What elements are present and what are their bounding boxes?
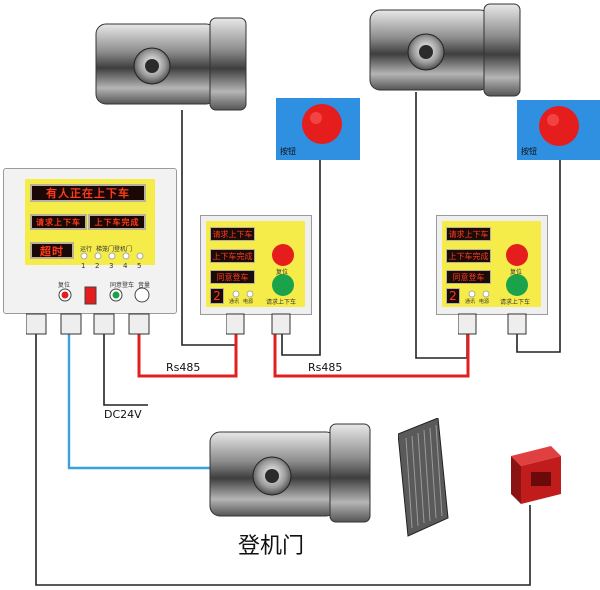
rs485-label: Rs485 xyxy=(308,361,343,374)
push-button-icon xyxy=(539,106,579,146)
indicator-lights xyxy=(80,252,144,260)
sub-indicator-lights xyxy=(468,290,490,298)
sub-display-agree: 同意登车 xyxy=(210,270,255,284)
request-label: 请求上下车 xyxy=(500,299,531,306)
sub-display-agree: 同意登车 xyxy=(446,270,491,284)
sub-panel-cable-glands xyxy=(458,313,527,335)
sub-display-digit: 2 xyxy=(210,288,224,304)
indicator-label: 运行 xyxy=(80,246,93,253)
sub-display-complete: 上下车完成 xyxy=(446,249,491,263)
indicator-label: 通讯 xyxy=(229,299,240,305)
indicator-number: 2 xyxy=(95,262,100,270)
push-button-1[interactable]: 按钮 xyxy=(276,98,360,160)
main-display-status: 有人正在上下车 xyxy=(30,184,146,202)
indicator-label: 梯笼门 xyxy=(96,246,115,253)
indicator-number: 4 xyxy=(123,262,128,270)
main-display-complete: 上下车完成 xyxy=(88,214,146,230)
common-wire xyxy=(35,333,531,586)
door-lock-icon xyxy=(209,423,371,523)
sub-display-request: 请求上下车 xyxy=(210,227,255,241)
wire-button2-to-subpanel2 xyxy=(516,158,561,353)
indicator-label: 电源 xyxy=(479,299,490,305)
push-button-2[interactable]: 按钮 xyxy=(517,100,600,160)
rs485-label: Rs485 xyxy=(166,361,201,374)
rs485-wire-1 xyxy=(137,333,238,378)
indicator-label: 通讯 xyxy=(465,299,476,305)
reset-label: 复位 xyxy=(58,282,71,289)
push-button-label: 按钮 xyxy=(280,147,296,156)
reset-label: 复位 xyxy=(276,269,289,276)
push-button-icon xyxy=(302,104,342,144)
sub-display-digit: 2 xyxy=(446,288,460,304)
request-label: 请求上下车 xyxy=(266,299,297,306)
agree-label: 同意登车 xyxy=(110,282,135,289)
photoelectric-sensor-icon xyxy=(511,446,561,504)
power-label: DC24V xyxy=(104,408,142,421)
light-curtain-sensor-icon xyxy=(398,418,449,537)
door-lock-icon xyxy=(95,17,247,111)
reset-label: 复位 xyxy=(510,269,523,276)
signal-wire-door xyxy=(67,333,210,470)
door-lock-icon xyxy=(369,3,521,97)
indicator-number: 1 xyxy=(81,262,86,270)
sub-display-request: 请求上下车 xyxy=(446,227,491,241)
wire-button1-to-subpanel1 xyxy=(281,152,321,356)
sub-panel-buttons[interactable] xyxy=(500,241,534,301)
main-panel-cable-glands xyxy=(26,313,150,335)
main-display-timeout: 超时 xyxy=(30,242,74,259)
push-button-label: 按钮 xyxy=(521,147,537,156)
buzzer-label: 音量 xyxy=(138,282,151,289)
sub-indicator-lights xyxy=(232,290,254,298)
main-display-request: 请求上下车 xyxy=(30,214,87,230)
boarding-door-label: 登机门 xyxy=(238,534,305,559)
sub-panel-cable-glands xyxy=(226,313,291,335)
indicator-label: 电源 xyxy=(243,299,254,305)
indicator-label: 登机门 xyxy=(114,246,133,253)
main-panel-controls xyxy=(58,286,150,305)
indicator-number: 3 xyxy=(109,262,114,270)
power-wire xyxy=(103,333,148,406)
sub-display-complete: 上下车完成 xyxy=(210,249,255,263)
rs485-wire-2 xyxy=(273,334,470,378)
indicator-number: 5 xyxy=(137,262,142,270)
sub-panel-buttons[interactable] xyxy=(266,241,300,301)
